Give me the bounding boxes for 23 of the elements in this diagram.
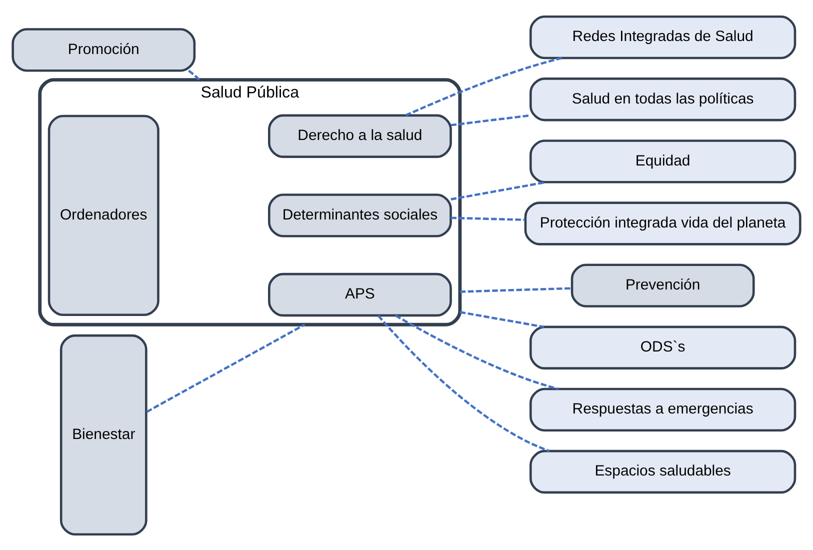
connector [188, 69, 200, 80]
connector [405, 56, 562, 116]
node-box: Salud en todas las políticas [529, 77, 796, 121]
connector [378, 314, 550, 452]
node-box: Determinantes sociales [268, 193, 452, 237]
node-box: Protección integrada vida del planeta [524, 201, 802, 245]
node-box: Espacios saludables [529, 449, 796, 494]
node-box: Respuestas a emergencias [529, 387, 796, 432]
connector [460, 286, 572, 292]
node-box: APS [268, 272, 452, 316]
node-box: Derecho a la salud [268, 114, 452, 158]
node-box: ODS`s [529, 325, 796, 369]
connector [450, 180, 546, 200]
node-box: Ordenadores [48, 114, 160, 316]
node-box: Redes Integradas de Salud [529, 14, 796, 59]
connector [460, 310, 544, 328]
connector [450, 216, 526, 220]
node-box: Equidad [529, 139, 796, 183]
node-box: Prevención [570, 263, 755, 307]
node-box: Bienestar [60, 334, 148, 536]
node-box: Promoción [12, 28, 196, 72]
connector [450, 114, 530, 126]
connector [146, 323, 306, 412]
